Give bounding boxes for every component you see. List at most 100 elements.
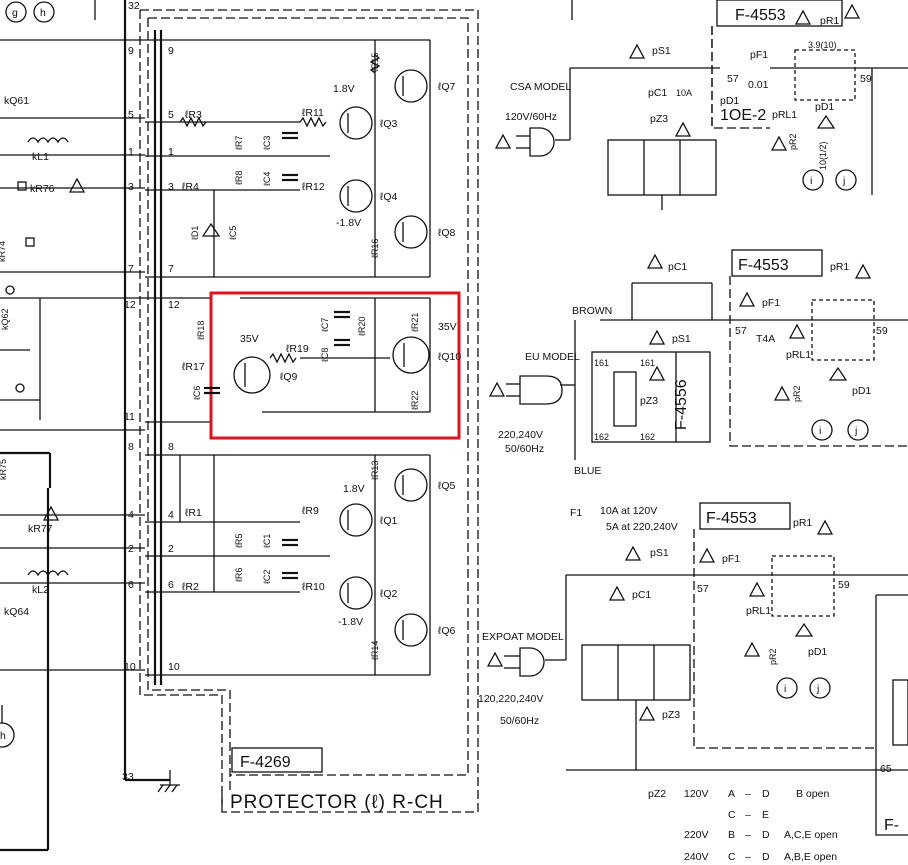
label-lr3: ℓR3 xyxy=(185,109,202,121)
eu-pr1: pR1 xyxy=(830,261,849,273)
pin-6: 6 xyxy=(128,579,134,591)
pin-9: 9 xyxy=(128,45,134,57)
csa-pr1: pR1 xyxy=(820,15,839,27)
eu-pz3: pZ3 xyxy=(640,395,658,407)
csa-ps1: pS1 xyxy=(652,45,671,57)
eu-voltage-2: 50/60Hz xyxy=(505,443,544,455)
pin-8: 8 xyxy=(128,441,134,453)
corner-label-h: h xyxy=(40,7,46,19)
eu-pin-162a: 162 xyxy=(594,432,609,442)
export-prl1: pRL1 xyxy=(746,605,771,617)
row1-note: B open xyxy=(796,788,829,800)
eu-prl1: pRL1 xyxy=(786,349,811,361)
board-pin-12: 12 xyxy=(168,299,180,311)
eu-model-section: EU MODEL 220,240V 50/60Hz BROWN BLUE F-4… xyxy=(488,249,908,477)
fuse-note-line1: 10A at 120V xyxy=(600,505,657,517)
label-lc6: ℓC6 xyxy=(192,386,202,400)
eu-pc1: pC1 xyxy=(668,261,687,273)
protector-board-id: F-4269 xyxy=(240,754,291,771)
pin-11: 11 xyxy=(124,411,135,423)
pin-65: 65 xyxy=(880,763,892,775)
export-pc1: pC1 xyxy=(632,589,651,601)
misc-board-id: F- xyxy=(884,817,899,834)
csa-board-code: 1OE-2 xyxy=(720,107,766,124)
label-lr7: ℓR7 xyxy=(234,136,244,150)
row2-c1: C xyxy=(728,809,736,821)
row3-note: A,C,E open xyxy=(784,829,838,841)
pin-1: 1 xyxy=(128,146,134,158)
volt-top-1: 1.8V xyxy=(333,83,355,95)
label-lc3: ℓC3 xyxy=(262,136,272,150)
csa-model-title: CSA MODEL xyxy=(510,81,571,93)
eu-socket-id: F-4556 xyxy=(673,379,690,430)
left-part-kl1: kL1 xyxy=(32,151,49,163)
row3-dash: – xyxy=(745,829,751,841)
eu-pin-161b: 161 xyxy=(640,358,655,368)
label-lq4: ℓQ4 xyxy=(380,191,398,203)
export-voltage-2: 50/60Hz xyxy=(500,715,539,727)
connector-pins-left: 32 9 5 1 3 7 12 11 8 4 2 6 10 33 xyxy=(122,0,140,783)
pin-2: 2 xyxy=(128,543,134,555)
label-lr4: ℓR4 xyxy=(182,181,199,193)
board-pin-7: 7 xyxy=(168,263,174,275)
left-part-kq64: kQ64 xyxy=(4,606,29,618)
csa-cap-value: 10A xyxy=(676,88,692,98)
csa-pd1-diode: pD1 xyxy=(815,101,834,113)
eu-fuse-value: T4A xyxy=(756,333,775,345)
csa-terminal-i: i xyxy=(810,175,812,187)
label-lr19: ℓR19 xyxy=(286,343,309,355)
eu-pin-59: 59 xyxy=(876,325,888,337)
pin-33: 33 xyxy=(122,771,134,783)
export-pin-57: 57 xyxy=(697,583,709,595)
label-lr6: ℓR6 xyxy=(234,568,244,582)
pin-10: 10 xyxy=(124,661,136,673)
label-lr1: ℓR1 xyxy=(185,507,202,519)
label-lr17: ℓR17 xyxy=(182,361,205,373)
board-pin-1: 1 xyxy=(168,146,174,158)
wire-blue: BLUE xyxy=(574,465,601,477)
row4-c2: D xyxy=(762,851,770,863)
label-lr12: ℓR12 xyxy=(302,181,325,193)
eu-terminal-i: i xyxy=(819,425,821,437)
label-lr21: ℓR21 xyxy=(410,313,420,332)
board-pin-9: 9 xyxy=(168,45,174,57)
label-lq8: ℓQ8 xyxy=(438,227,456,239)
label-lc8: ℓC8 xyxy=(320,348,330,362)
label-lr11: ℓR11 xyxy=(302,107,324,119)
protector-title: PROTECTOR (ℓ) R-CH xyxy=(230,792,444,813)
left-part-kq61: kQ61 xyxy=(4,95,29,107)
label-lc1: ℓC1 xyxy=(262,534,272,548)
board-pin-10: 10 xyxy=(168,661,180,673)
label-lr8: ℓR8 xyxy=(234,171,244,185)
eu-pin-162b: 162 xyxy=(640,432,655,442)
csa-pin-59: 59 xyxy=(860,73,872,85)
export-pr1: pR1 xyxy=(793,517,812,529)
export-terminal-i: i xyxy=(784,683,786,695)
csa-voltage: 120V/60Hz xyxy=(505,111,557,123)
highlight-box xyxy=(209,291,461,440)
protector-board: F-4269 PROTECTOR (ℓ) R-CH 9 5 1 3 7 12 8… xyxy=(139,9,479,813)
pin-5: 5 xyxy=(128,109,134,121)
corner-label-g: g xyxy=(12,7,18,19)
row3-c2: D xyxy=(762,829,770,841)
label-lq2: ℓQ2 xyxy=(380,588,398,600)
label-lq10: ℓQ10 xyxy=(438,351,461,363)
label-lq9: ℓQ9 xyxy=(280,371,298,383)
label-lr10: ℓR10 xyxy=(302,581,325,593)
row4-voltage: 240V xyxy=(684,851,709,863)
left-board-fragment: g h kQ61 kL1 kR76 kR74 kR75 kR77 kL2 kQ xyxy=(0,0,170,852)
csa-pr1-value: 3.9(10) xyxy=(808,40,837,50)
csa-model-section: CSA MODEL 120V/60Hz pS1 pC1 10A pZ3 F-45… xyxy=(494,0,908,210)
csa-prl1: pRL1 xyxy=(772,109,797,121)
export-pd1: pD1 xyxy=(808,646,827,658)
label-lr2: ℓR2 xyxy=(182,581,199,593)
eu-terminal-j: j xyxy=(854,425,857,437)
eu-voltage-1: 220,240V xyxy=(498,429,543,441)
label-lq3: ℓQ3 xyxy=(380,118,398,130)
label-lr16: ℓR16 xyxy=(370,239,380,258)
eu-board-id: F-4553 xyxy=(738,257,789,274)
eu-pd1: pD1 xyxy=(852,385,871,397)
export-terminal-j: j xyxy=(816,683,819,695)
csa-pin-57: 57 xyxy=(727,73,739,85)
